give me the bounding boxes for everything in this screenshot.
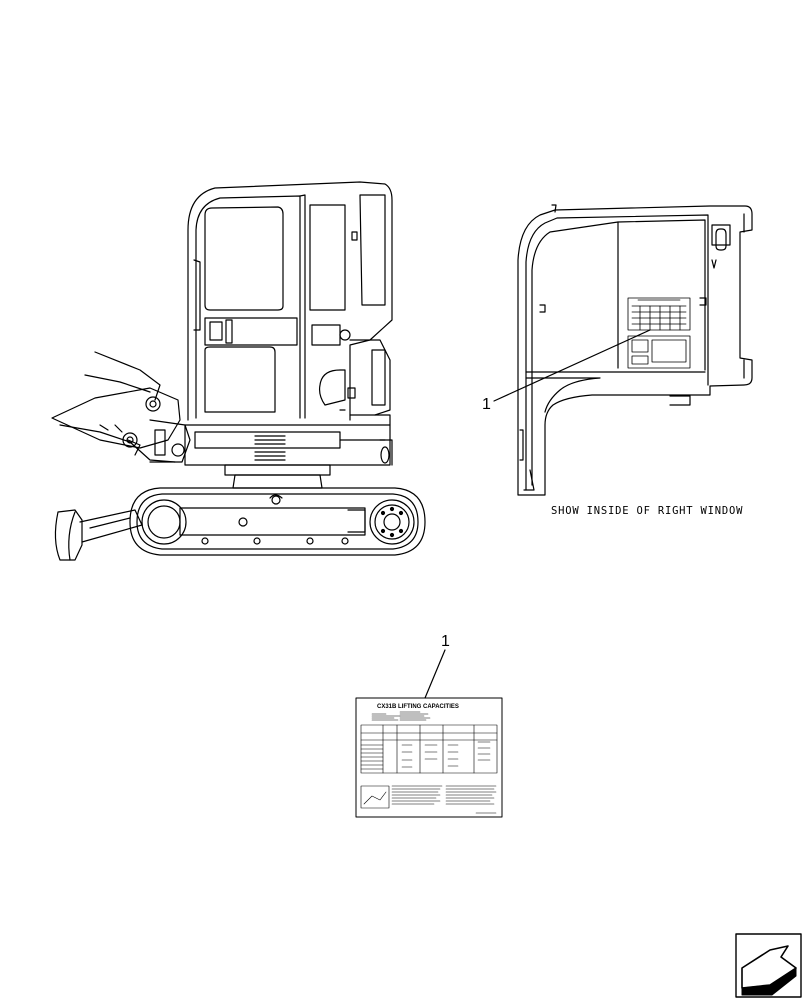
decal-callout-leader (424, 649, 446, 699)
track-assembly (129, 487, 426, 556)
cab-view-caption: SHOW INSIDE OF RIGHT WINDOW (551, 505, 743, 517)
decal-title: CX31B LIFTING CAPACITIES (377, 704, 459, 710)
boom-arm (51, 351, 191, 463)
next-page-arrow-icon[interactable] (735, 933, 802, 998)
cab-interior-view (493, 204, 753, 496)
lifting-capacity-decal (355, 649, 503, 818)
cab-callout-number: 1 (482, 396, 491, 413)
slew-ring (224, 464, 331, 489)
cab-callout-leader (493, 329, 651, 402)
cab-decal-panel (627, 297, 691, 369)
excavator-side-view (51, 181, 426, 561)
cab (187, 181, 393, 421)
dozer-blade (54, 509, 143, 561)
upper-structure (184, 339, 393, 466)
decal-callout-number: 1 (441, 633, 450, 650)
